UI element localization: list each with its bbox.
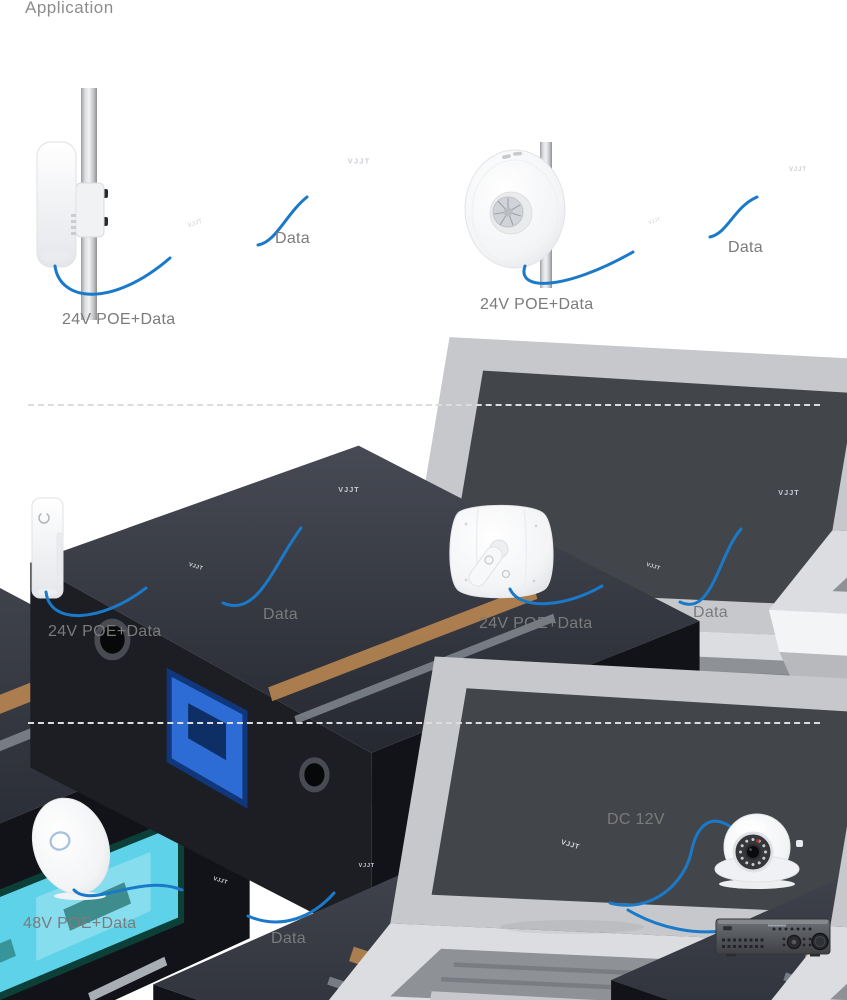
laptop-5: VJJT	[340, 863, 847, 1000]
ir-leds	[739, 838, 767, 866]
outdoor-ap	[36, 141, 77, 268]
separator-line-2	[28, 722, 820, 724]
label-data-5: Data	[271, 930, 306, 947]
box-brand: VJJT	[188, 218, 204, 229]
poe-cable-2	[522, 250, 635, 285]
laptop-3: VJJT	[313, 485, 847, 1000]
dome-camera	[714, 813, 803, 889]
ceiling-ap	[31, 797, 111, 900]
feed-arm	[468, 546, 503, 587]
label-data-3: Data	[263, 606, 298, 623]
scenario-outdoor-ap: VJJT VJJT	[0, 88, 847, 1000]
cpe-station	[31, 497, 64, 599]
scenario-ceiling-ap: VJJT VJJT	[31, 797, 847, 1000]
box-brand: VJJT	[188, 562, 204, 572]
laptop-1: VJJT	[321, 157, 847, 844]
scenario-beam-dish: VJJT VJJT	[449, 488, 847, 1000]
label-poe-3: 24V POE+Data	[48, 623, 162, 640]
label-data-2: Data	[728, 239, 763, 256]
dvr-button-grid	[722, 938, 764, 948]
status-led	[756, 839, 760, 843]
dvr-recorder	[715, 918, 831, 957]
dish-antenna	[464, 149, 566, 269]
poe-extender-3: VJJT	[152, 562, 847, 1000]
label-poe-2: 24V POE+Data	[480, 296, 594, 313]
scenario-dish-antenna: VJJT VJJT	[29, 142, 847, 945]
label-dc-power: DC 12V	[607, 811, 665, 828]
label-poe-1: 24V POE+Data	[62, 311, 176, 328]
laptop-screen-brand: VJJT	[778, 488, 800, 497]
label-poe-4: 24V POE+Data	[479, 615, 593, 632]
separator-line-1	[28, 404, 820, 406]
box-brand: VJJT	[648, 216, 661, 226]
box-brand: VJJT	[645, 562, 661, 572]
scenario-cpe: VJJT VJJT	[31, 485, 847, 1000]
camera-lens	[745, 844, 761, 860]
data-cable-3	[221, 526, 303, 607]
poe-cable-1	[53, 256, 172, 296]
laptop-screen-brand: VJJT	[789, 167, 807, 173]
data-cable-dvr	[626, 908, 724, 934]
laptop-screen-brand: VJJT	[348, 157, 371, 166]
laptop-screen-brand: VJJT	[359, 863, 375, 869]
data-cable-4	[678, 527, 743, 606]
laptop-4: VJJT	[753, 488, 847, 1000]
poe-cable-3	[44, 586, 148, 617]
poe-cable-5	[72, 883, 184, 898]
box-brand: VJJT	[212, 876, 228, 886]
dvr-usb-port	[722, 925, 733, 931]
data-cable-2	[708, 195, 759, 239]
page-title: Application	[25, 0, 114, 17]
poe-extender-1: VJJT	[0, 218, 252, 1000]
data-cable-1	[256, 195, 309, 247]
poe-cable-4	[508, 584, 604, 606]
power-cable-camera	[608, 819, 733, 907]
data-cable-5	[246, 891, 336, 924]
label-data-1: Data	[275, 230, 310, 247]
led-ring	[49, 831, 71, 851]
scenario-camera-dvr: VJJT	[500, 813, 831, 957]
dvr-top-buttons	[772, 927, 812, 931]
laptop-screen-brand: VJJT	[338, 485, 360, 494]
poe-extender-2: VJJT	[29, 216, 701, 945]
beam-dish-antenna	[449, 504, 554, 599]
u-logo	[484, 555, 494, 565]
laptop-2: VJJT	[768, 167, 847, 709]
mount-bracket	[70, 182, 108, 238]
poe-extender-5: VJJT	[212, 876, 228, 886]
label-data-4: Data	[693, 604, 728, 621]
label-poe-5: 48V POE+Data	[23, 915, 137, 932]
poe-extender-4: VJJT	[609, 562, 847, 1000]
